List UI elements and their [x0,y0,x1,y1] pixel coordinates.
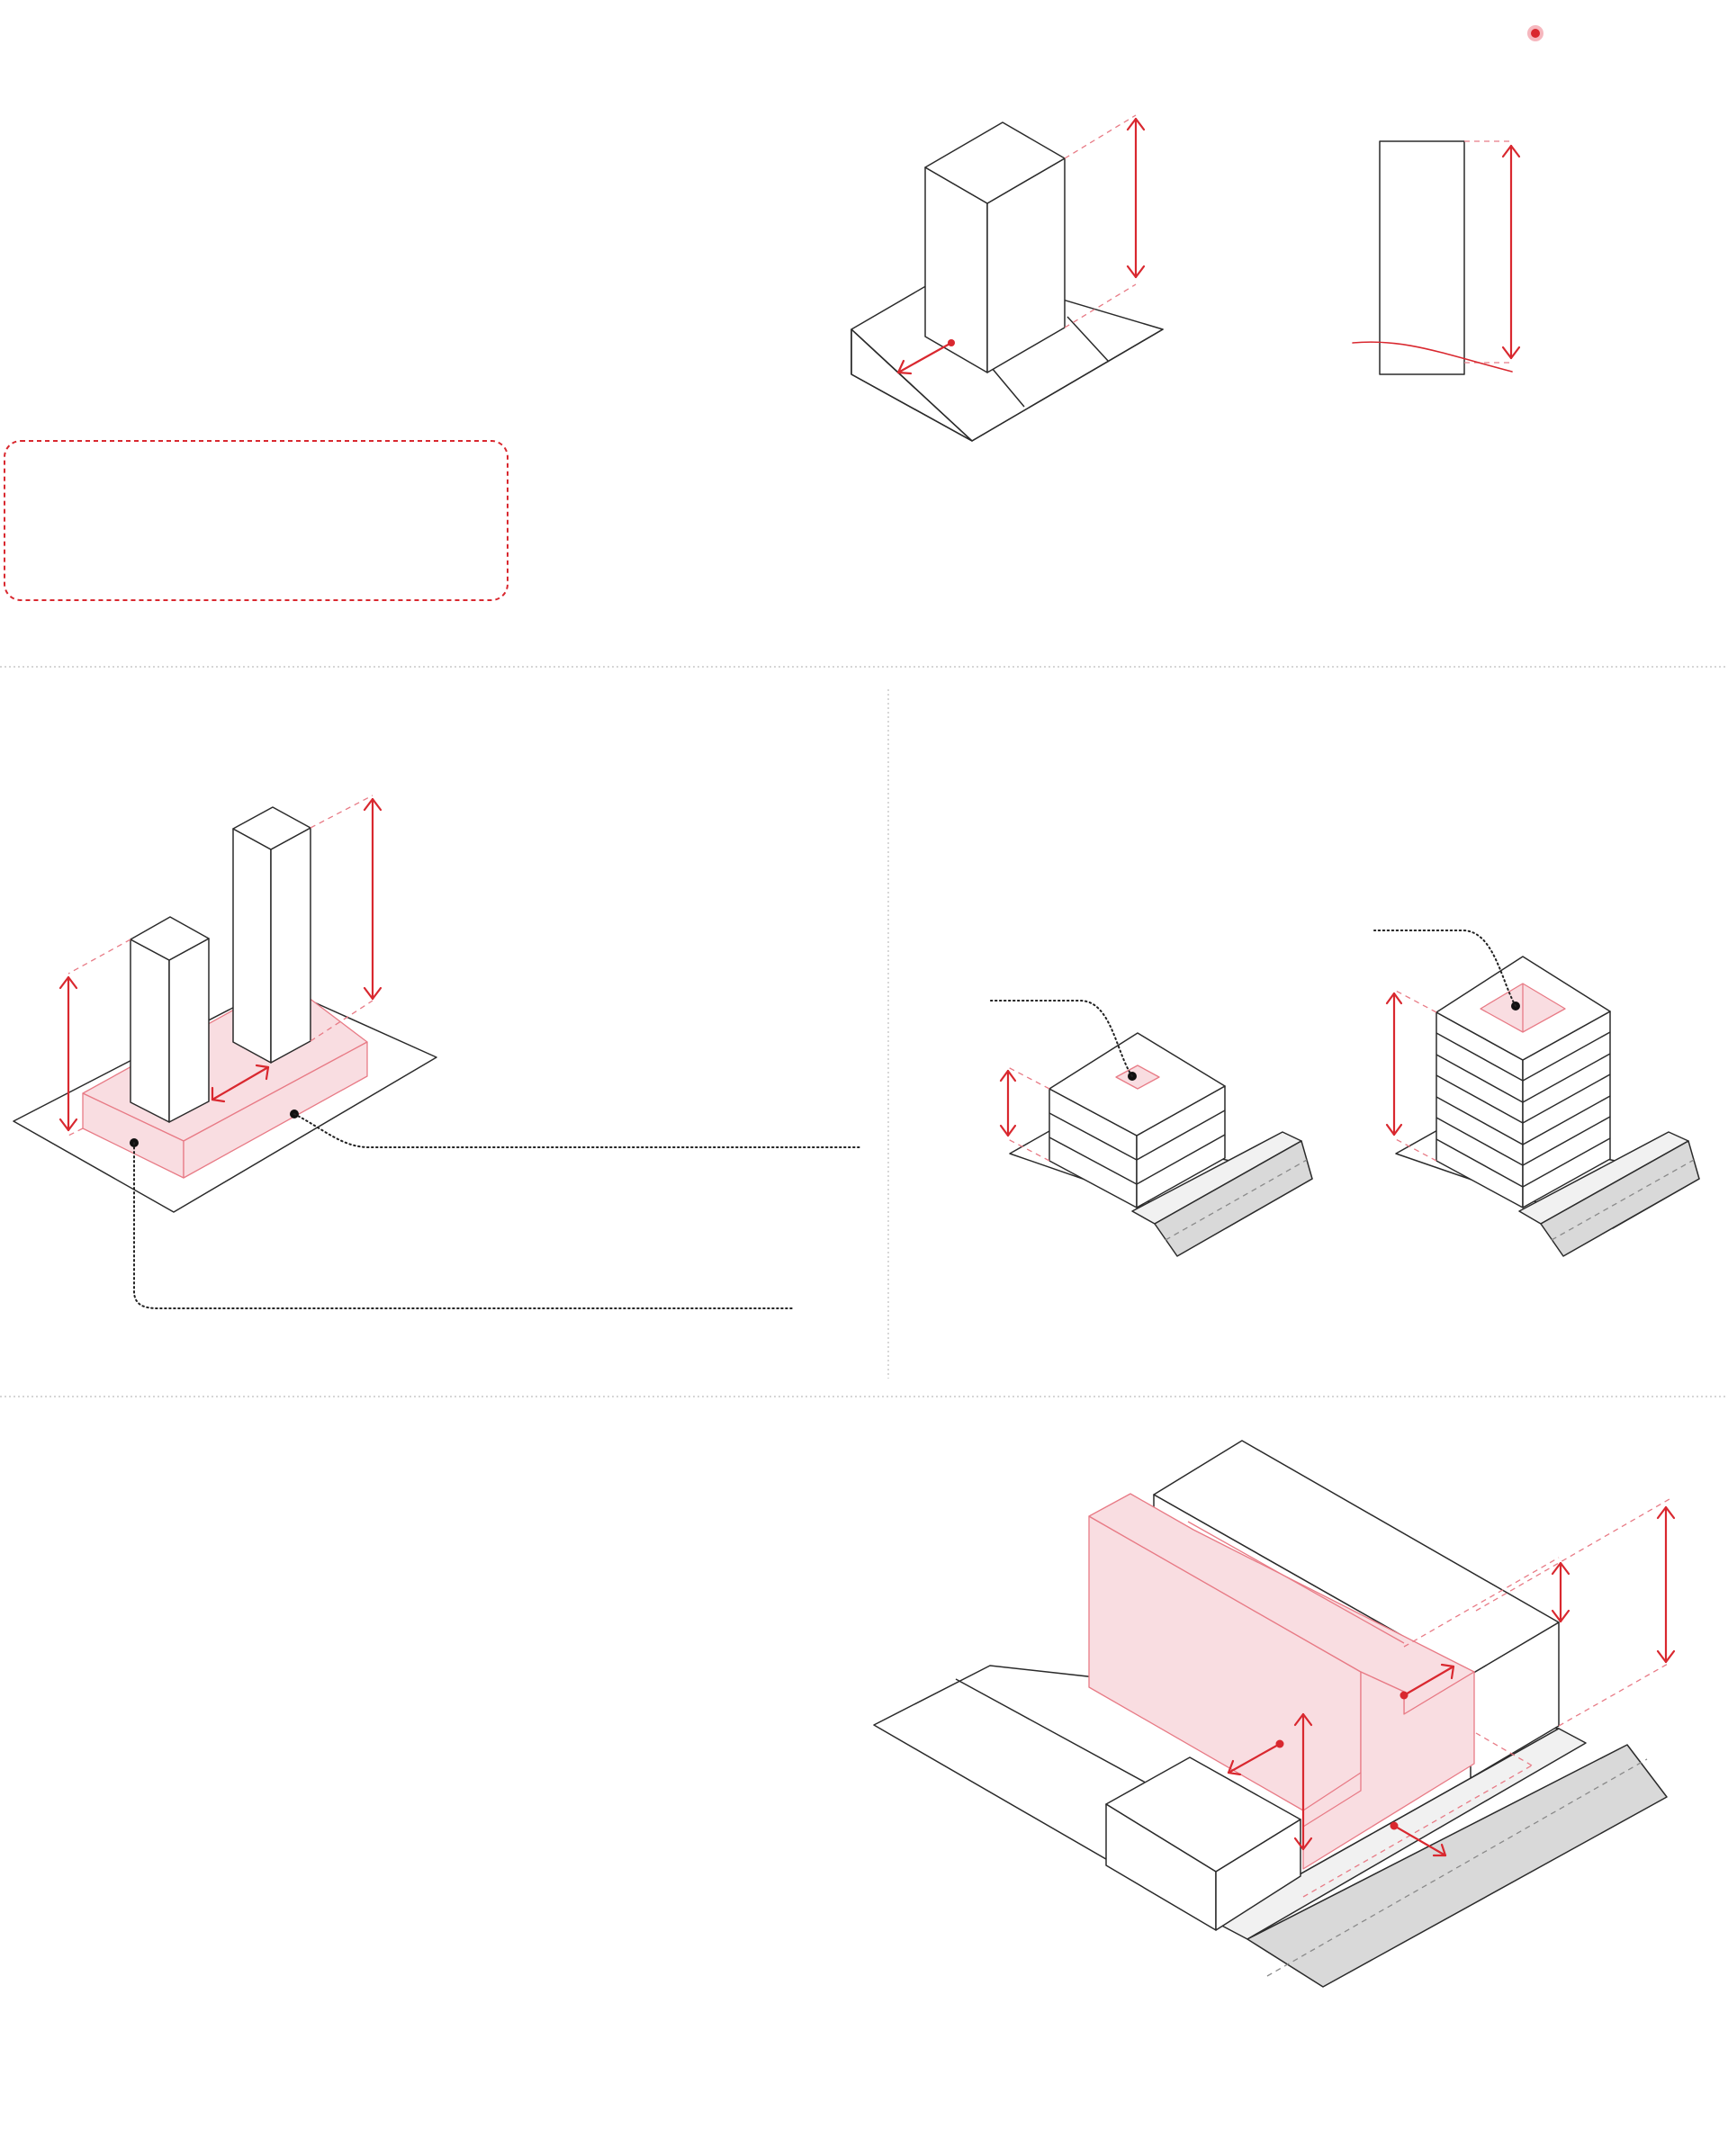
total-height-arrow [1656,1505,1676,1664]
panel-separators [0,666,1728,1397]
road-centerline [1266,1758,1648,1977]
upper-setback-arrow [1400,1663,1455,1700]
red-dot-icon-core [1531,29,1540,38]
sidewalk [1214,1728,1587,1940]
legend-frame [4,440,508,601]
height-guide-bottom [1064,283,1137,328]
floor-count-comparison-diagram [987,930,1700,1257]
street-wall-guide [1558,1662,1670,1727]
podium-height-arrow [1293,1712,1313,1851]
street-wall-setback-diagram [873,1440,1676,1988]
base-slope-line-3 [850,328,973,442]
double-headed-arrow-icon [1126,117,1146,279]
tall-height-arrow [363,797,382,1001]
setback-arrow [896,339,955,375]
tall-tower-right [270,827,311,1064]
short-tower-left [130,939,170,1123]
tall-height-guide-bottom [310,1000,374,1042]
short-height-guide-top [68,939,131,975]
dotted-leader-line-icon [293,1113,860,1148]
tower-elevation [1379,140,1465,375]
sloped-base-side [971,328,1164,442]
base-inner-line [1066,316,1110,363]
podium-side [183,1041,368,1179]
footprint-guide [1302,1765,1533,1898]
low-rise-building [987,1000,1313,1257]
base-inner-line-2 [986,362,1025,408]
pink-edge-2 [1187,1521,1405,1644]
upper-setback-guide [1403,1557,1560,1648]
height-guide-top [1064,114,1137,159]
tower-top-guide [1475,1498,1670,1612]
setback-and-height-diagram [850,114,1521,442]
site-leader-line [133,1142,795,1309]
short-tower-right [168,938,210,1123]
short-tower-top [130,916,210,961]
front-setback-arrow [1227,1739,1284,1776]
front-building-side [1215,1819,1301,1931]
base-slope-line [850,373,973,442]
grade-line [1352,341,1513,373]
high-rise-building [1373,930,1700,1257]
footprint-guide-2 [1475,1732,1533,1766]
tall-tower-left [232,828,272,1064]
short-height-arrow [58,975,78,1132]
lot-line [955,1678,1155,1788]
road [1246,1744,1668,1988]
street-wall-height-arrow [1551,1561,1570,1623]
short-height-guide-bottom [68,1127,84,1136]
tower-spacing-arrow [211,1064,270,1103]
elevation-height-arrow [1501,144,1521,360]
twin-tower-podium-diagram [13,795,860,1309]
tall-height-guide-top [310,795,374,829]
street-setback-arrow [1390,1821,1447,1857]
